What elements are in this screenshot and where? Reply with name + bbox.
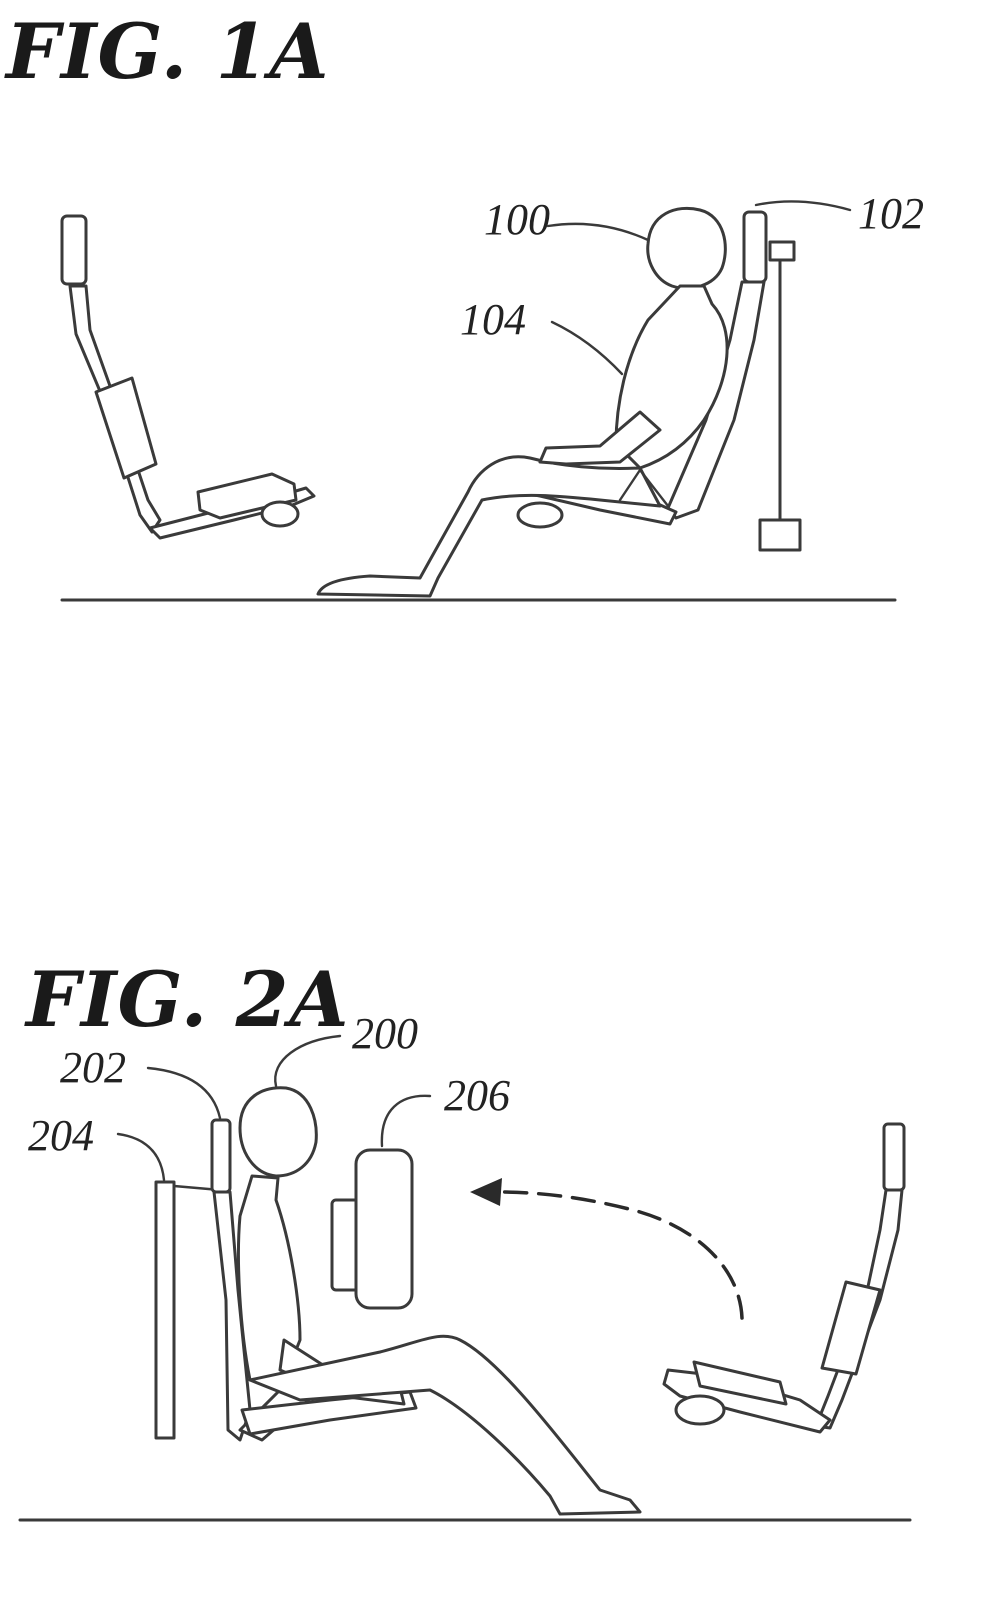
leader-200 — [274, 1034, 342, 1088]
ref-label-206: 206 — [444, 1071, 510, 1120]
empty-seat-1a — [60, 214, 316, 540]
seat-cushion — [692, 1360, 788, 1406]
ref-label-200: 200 — [352, 1009, 418, 1058]
seat-headrest — [210, 1118, 232, 1194]
seat-back-cushion — [94, 376, 158, 480]
seat-back-cushion — [820, 1280, 882, 1376]
leader-206 — [380, 1094, 432, 1148]
ref-label-204: 204 — [28, 1111, 94, 1160]
ref-label-102: 102 — [858, 189, 924, 238]
fig-2a-drawing — [18, 1034, 912, 1522]
occupant-arm — [538, 410, 662, 466]
arrow-head — [470, 1178, 502, 1206]
occupant-1a — [316, 206, 729, 598]
seat-cushion — [196, 472, 298, 520]
leader-100 — [546, 222, 650, 242]
airbag-206 — [330, 1094, 432, 1310]
pendulum-fixture-1a — [758, 240, 802, 552]
fig-2a-title: FIG. 2A — [26, 955, 350, 1044]
fig-1a-drawing — [60, 200, 897, 602]
leader-102 — [754, 200, 852, 212]
seat-mount — [674, 1394, 726, 1426]
pendulum-mount — [768, 240, 796, 262]
occupant-2a — [236, 1034, 642, 1516]
fig-1a-title: FIG. 1A — [6, 7, 330, 96]
leader-202 — [146, 1066, 222, 1120]
occupant-legs — [316, 455, 662, 598]
seat-belt — [618, 468, 670, 508]
seat-mount — [516, 501, 564, 529]
headrest — [60, 214, 88, 286]
ref-label-202: 202 — [60, 1043, 126, 1092]
occupant-legs — [248, 1334, 642, 1516]
leader-104 — [550, 320, 624, 376]
headrest — [882, 1122, 906, 1192]
rotation-arrow — [498, 1190, 744, 1320]
empty-seat-2a — [662, 1122, 906, 1434]
leader-204 — [116, 1132, 166, 1182]
seat-back-frame — [814, 1188, 904, 1430]
pillar-204 — [154, 1180, 176, 1440]
airbag-cushion — [354, 1148, 414, 1310]
occupant-head — [646, 206, 727, 290]
occupant-head — [238, 1086, 318, 1178]
seat-mount — [260, 500, 300, 528]
seat-pan — [240, 1390, 418, 1436]
ref-label-100: 100 — [484, 195, 550, 244]
ref-label-104: 104 — [460, 295, 526, 344]
seat-headrest — [742, 210, 768, 284]
pendulum-weight — [758, 518, 802, 552]
